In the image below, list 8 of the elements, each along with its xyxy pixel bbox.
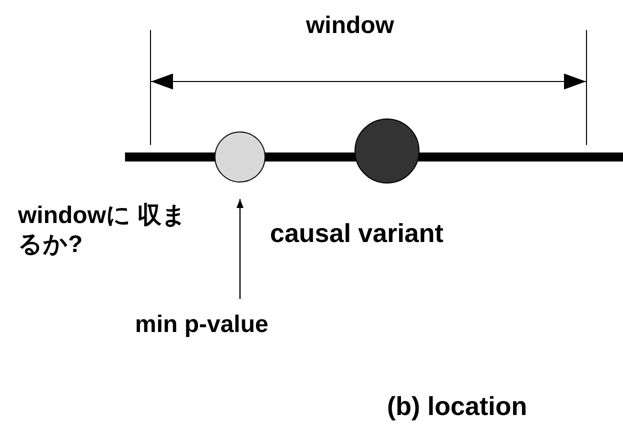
dimension-label: window bbox=[306, 12, 394, 41]
node-label: min p-value bbox=[135, 311, 268, 340]
marker-circle bbox=[354, 118, 420, 184]
arrow bbox=[236, 199, 244, 299]
marker-circle bbox=[214, 132, 266, 182]
caption: (b) location bbox=[387, 391, 528, 422]
question-label: windowに 収まるか? bbox=[18, 202, 188, 260]
variant-label: causal variant bbox=[270, 218, 444, 250]
